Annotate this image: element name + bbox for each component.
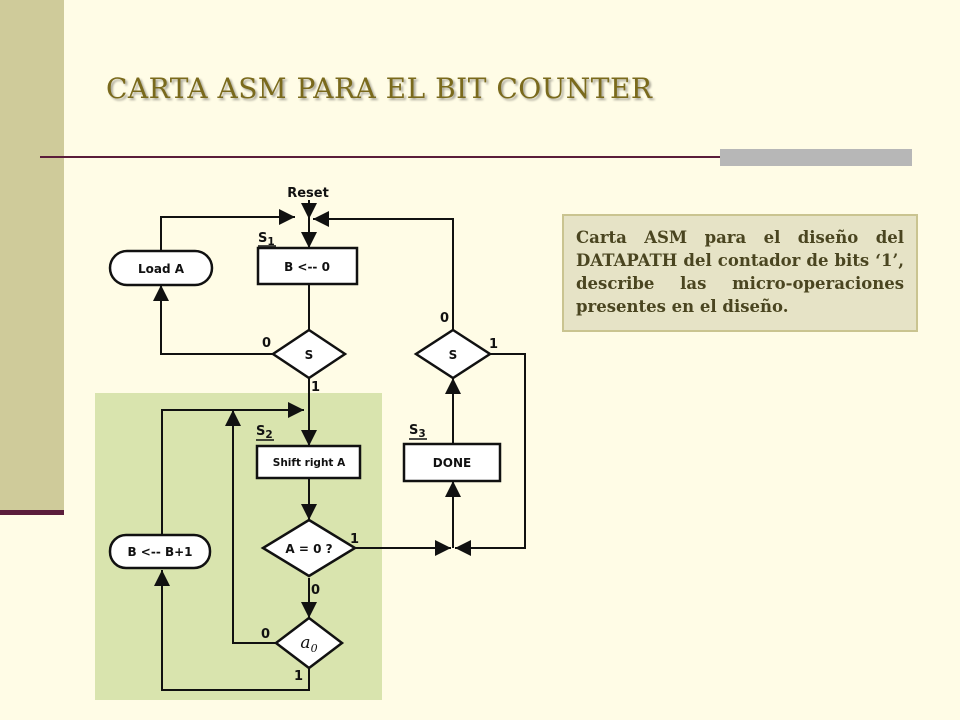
- load-a-box: [108, 249, 214, 287]
- s-right-decision: [413, 328, 493, 380]
- s-left-zero-path: [153, 285, 273, 355]
- a0-zero-label: 0: [261, 627, 270, 642]
- b-reset-box: [256, 246, 359, 286]
- caption-text: Carta ASM para el diseño del DATAPATH de…: [576, 228, 904, 316]
- a0-zero-loop: [225, 410, 277, 644]
- s-left-zero-label: 0: [262, 336, 271, 351]
- a0-decision: [273, 616, 345, 670]
- azero-zero-label: 0: [311, 583, 320, 598]
- azero-decision: [260, 518, 358, 578]
- increment-loop: [161, 402, 304, 535]
- reset-label: Reset: [287, 186, 329, 201]
- slide-title: CARTA ASM PARA EL BIT COUNTER: [106, 72, 653, 105]
- title-divider-accent: [720, 149, 912, 166]
- s-right-one-label: 1: [489, 337, 498, 352]
- s3-label: S3: [409, 423, 426, 440]
- done-box: [402, 442, 502, 483]
- a0-one-path: [154, 570, 310, 691]
- azero-one-label: 1: [350, 532, 359, 547]
- left-decor-underline: [0, 510, 64, 515]
- increment-box: [108, 533, 212, 570]
- title-divider: [40, 156, 912, 158]
- s-right-zero-label: 0: [440, 311, 449, 326]
- load-a-loop: [160, 209, 295, 253]
- caption-box: Carta ASM para el diseño del DATAPATH de…: [562, 214, 918, 332]
- a0-text: a0: [300, 633, 317, 655]
- a0-one-label: 1: [294, 669, 303, 684]
- s-left-one-label: 1: [311, 380, 320, 395]
- s-left-text: S: [305, 348, 314, 362]
- s-right-text: S: [449, 348, 458, 362]
- s-right-one-loop: [455, 353, 526, 556]
- s1-label: S1: [258, 231, 275, 248]
- shift-box: [255, 444, 362, 480]
- s2-label: S2: [256, 424, 273, 441]
- azero-text: A = 0 ?: [285, 542, 332, 556]
- left-decor-bar: [0, 0, 64, 510]
- s-left-decision: [270, 328, 348, 380]
- load-a-text: Load A: [138, 262, 185, 276]
- b-reset-text: B <-- 0: [284, 260, 330, 274]
- s-right-zero-path: [313, 211, 454, 330]
- done-text: DONE: [433, 456, 471, 470]
- shift-text: Shift right A: [273, 457, 346, 469]
- increment-text: B <-- B+1: [127, 545, 192, 559]
